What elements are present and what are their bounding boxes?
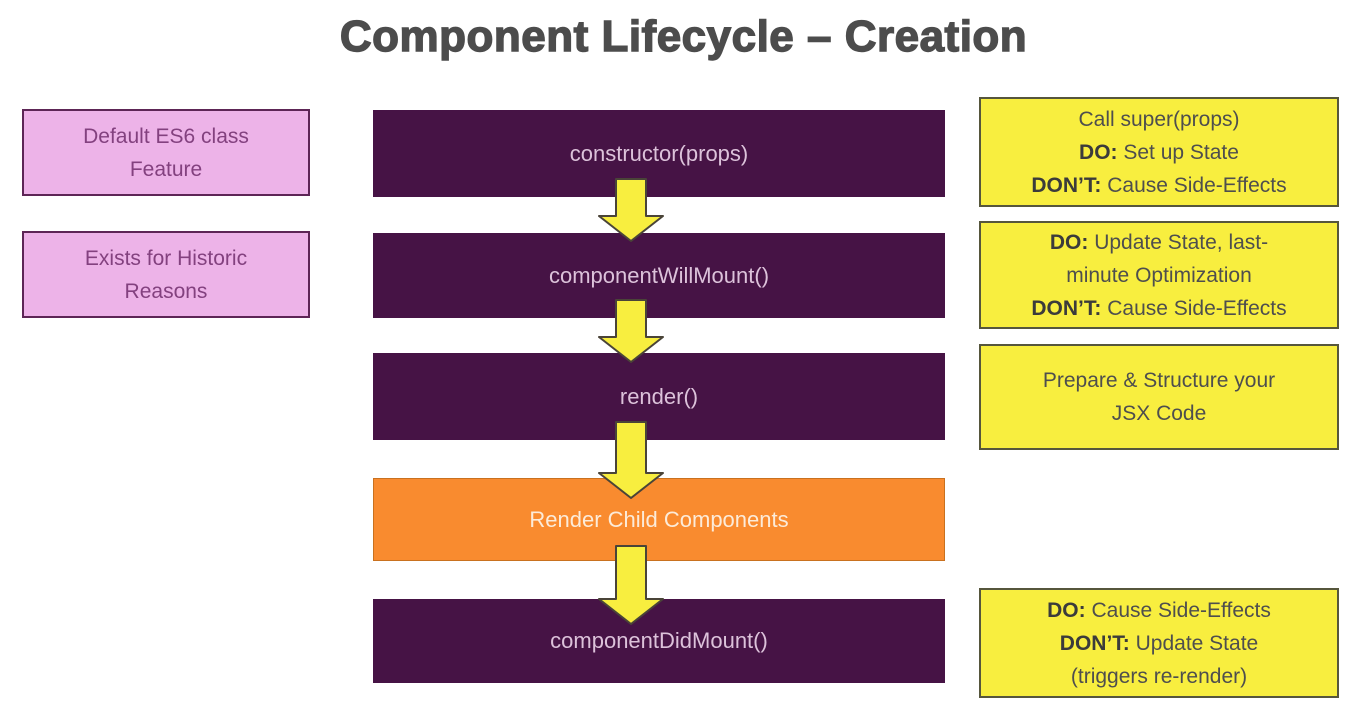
annotation-keyword: DO: — [1049, 230, 1089, 254]
annotation-keyword: DON’T: — [1031, 296, 1102, 320]
flow-down-arrow-icon — [598, 299, 664, 363]
side-note-line: Reasons — [124, 279, 208, 303]
annotation-line: Prepare & Structure your — [1043, 364, 1275, 397]
annotation-line: minute Optimization — [1066, 259, 1252, 292]
step-box-constructor-props: constructor(props) — [373, 110, 945, 197]
annotation-text: Set up State — [1117, 140, 1239, 164]
annotation-text: Update State, last- — [1088, 230, 1269, 254]
step-box-componentdidmount: componentDidMount() — [373, 599, 945, 683]
annotation-text: Cause Side-Effects — [1101, 296, 1287, 320]
annotation-text: minute Optimization — [1066, 263, 1252, 287]
flow-down-arrow-icon — [598, 178, 664, 242]
annotation-text: Cause Side-Effects — [1101, 173, 1287, 197]
annotation-text: JSX Code — [1111, 402, 1207, 425]
annotation-keyword: DO: — [1047, 598, 1086, 622]
step-label: componentDidMount() — [550, 628, 768, 653]
annotation-line: JSX Code — [1112, 397, 1207, 430]
annotation-keyword: DO: — [1079, 140, 1118, 164]
step-label: componentWillMount() — [548, 262, 770, 288]
step-box-render: render() — [373, 353, 945, 440]
annotation-line: Call super(props) — [1078, 103, 1239, 136]
annotation-line: DO: Update State, last- — [1050, 226, 1268, 259]
annotation-line: DON’T: Cause Side-Effects — [1031, 292, 1286, 325]
side-note-line: Default ES6 class — [83, 124, 249, 148]
step-box-componentwillmount: componentWillMount() — [373, 233, 945, 318]
annotation-do-update-state-last: DO: Update State, last-minute Optimizati… — [979, 221, 1339, 329]
annotation-line: DO: Set up State — [1079, 136, 1239, 169]
annotation-keyword: DON’T: — [1059, 631, 1130, 655]
annotation-line: DO: Cause Side-Effects — [1047, 594, 1271, 627]
step-label: constructor(props) — [569, 140, 749, 166]
annotation-keyword: DON’T: — [1031, 173, 1102, 197]
annotation-text: Update State — [1129, 631, 1259, 655]
diagram-title: Component Lifecycle – Creation — [339, 11, 1028, 61]
side-note-line: Feature — [129, 157, 203, 181]
annotation-line: DON’T: Update State — [1060, 627, 1258, 660]
side-note-line: Exists for Historic — [84, 246, 248, 270]
annotation-text: Cause Side-Effects — [1085, 598, 1271, 622]
annotation-text: (triggers re-render) — [1070, 664, 1248, 688]
annotation-text: Call super(props) — [1078, 107, 1240, 131]
flow-down-arrow-icon — [598, 421, 664, 499]
step-label: Render Child Components — [529, 506, 789, 532]
annotation-line: (triggers re-render) — [1071, 660, 1247, 693]
flow-down-arrow-icon — [598, 545, 664, 625]
annotation-text: Prepare & Structure your — [1042, 369, 1276, 392]
annotation-line: DON’T: Cause Side-Effects — [1031, 169, 1286, 202]
step-label: render() — [619, 383, 699, 409]
step-box-render-child-components: Render Child Components — [373, 478, 945, 561]
